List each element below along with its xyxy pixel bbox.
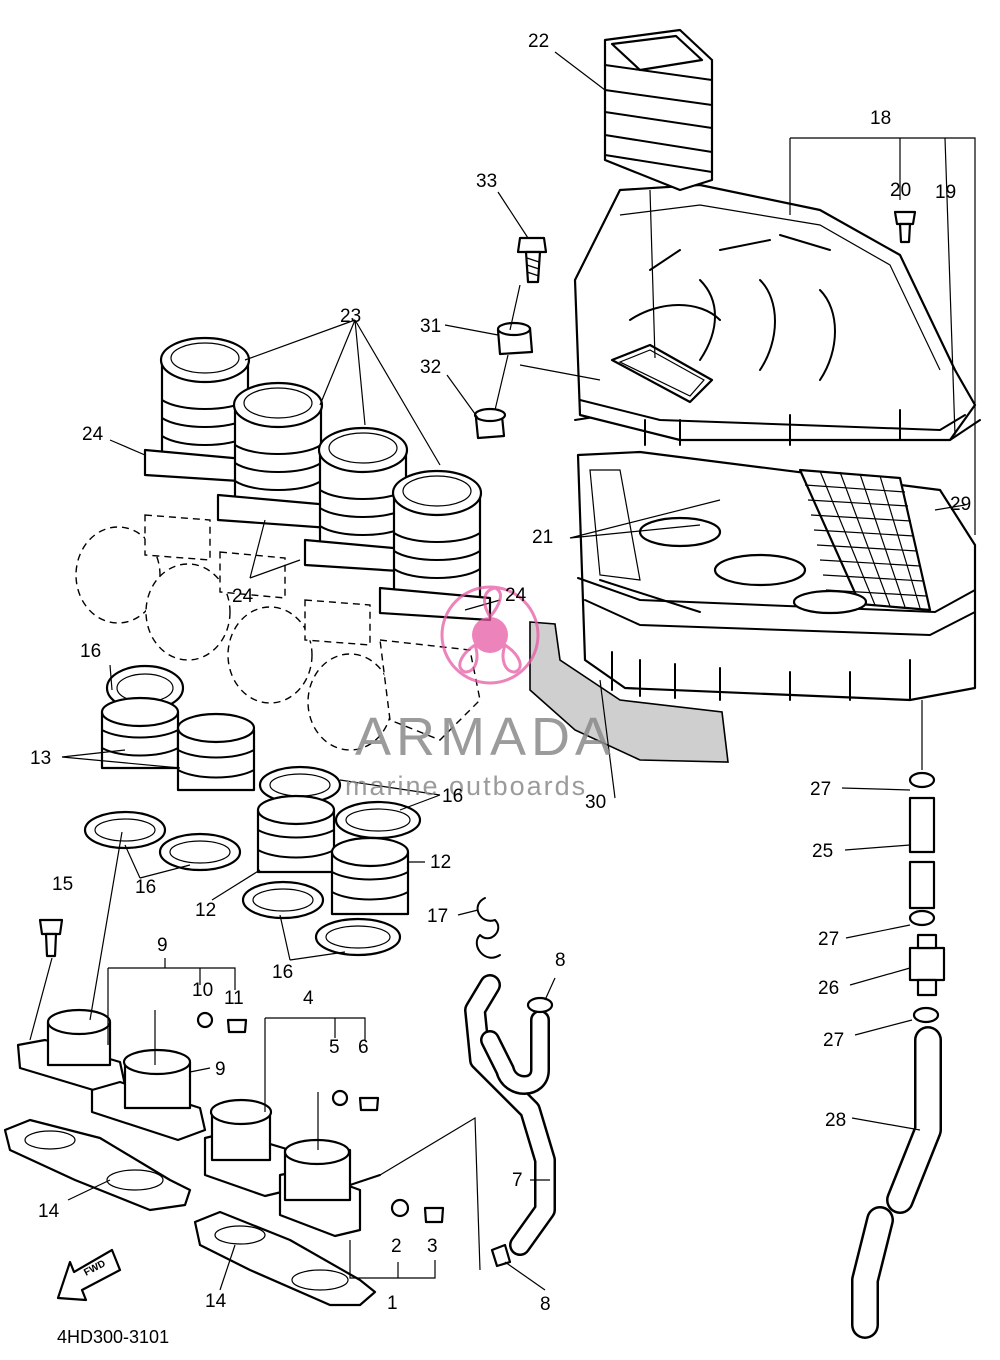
fwd-arrow-icon: FWD [56, 1248, 122, 1302]
callout-16-d: 16 [272, 962, 293, 983]
part-code: 4HD300-3101 [57, 1327, 169, 1347]
callout-20: 20 [890, 180, 911, 201]
gaskets [3, 1118, 377, 1307]
callout-2: 2 [391, 1236, 402, 1257]
callout-21: 21 [532, 527, 553, 548]
callout-10: 10 [192, 980, 213, 1001]
callout-29: 29 [950, 494, 971, 515]
callout-numbers: 22 18 20 19 33 23 31 32 24 29 21 24 24 1… [30, 31, 971, 1315]
callout-9-b: 9 [215, 1059, 226, 1080]
air-filter-element [798, 468, 932, 612]
callout-1: 1 [387, 1293, 398, 1314]
callout-24-c: 24 [505, 585, 527, 606]
callout-14-a: 14 [38, 1201, 60, 1222]
callout-8-b: 8 [540, 1294, 551, 1315]
callout-7: 7 [512, 1170, 523, 1191]
callout-24-b: 24 [232, 586, 254, 607]
clamps-and-joints [83, 664, 422, 957]
intake-manifolds [16, 918, 445, 1238]
callout-11: 11 [224, 988, 244, 1009]
callout-33: 33 [476, 171, 497, 192]
screw-20 [893, 210, 917, 244]
callout-12-b: 12 [195, 900, 216, 921]
callout-16-c: 16 [135, 877, 156, 898]
intake-duct [603, 28, 714, 192]
collar-32 [473, 407, 507, 440]
callout-17: 17 [427, 906, 448, 927]
callout-19: 19 [935, 182, 956, 203]
callout-13: 13 [30, 748, 51, 769]
callout-31: 31 [420, 316, 441, 337]
callout-5: 5 [329, 1037, 340, 1058]
callout-27-b: 27 [818, 929, 839, 950]
callout-12-a: 12 [430, 852, 451, 873]
callout-9-a: 9 [157, 935, 168, 956]
bolt-33 [516, 236, 548, 284]
callout-27-a: 27 [810, 779, 831, 800]
callout-6: 6 [358, 1037, 369, 1058]
callout-22: 22 [528, 31, 549, 52]
callout-32: 32 [420, 357, 441, 378]
leader-lines [29, 51, 976, 1291]
callout-16-a: 16 [80, 641, 101, 662]
callout-15: 15 [52, 874, 73, 895]
callout-23: 23 [340, 306, 361, 327]
propeller-logo-icon [440, 585, 540, 685]
callout-25: 25 [812, 841, 833, 862]
watermark-brand: ARMADA [355, 707, 616, 767]
carburetor-joints [143, 336, 492, 622]
grommet-31 [496, 321, 534, 356]
callout-14-b: 14 [205, 1291, 227, 1312]
callout-26: 26 [818, 978, 839, 999]
callout-27-c: 27 [823, 1030, 844, 1051]
callout-24-a: 24 [82, 424, 104, 445]
callout-4: 4 [303, 988, 314, 1009]
hoses [464, 771, 946, 1339]
callout-28: 28 [825, 1110, 846, 1131]
air-filter-case [573, 183, 981, 702]
callout-8-a: 8 [555, 950, 566, 971]
air-duct [529, 621, 729, 763]
carburetor-ghosts [75, 514, 481, 751]
watermark: ARMADA marine outboards [345, 585, 616, 801]
callout-16-b: 16 [442, 786, 463, 807]
callout-30: 30 [585, 792, 606, 813]
watermark-tagline: marine outboards [345, 771, 587, 801]
callout-3: 3 [427, 1236, 438, 1257]
callout-18: 18 [870, 108, 891, 129]
